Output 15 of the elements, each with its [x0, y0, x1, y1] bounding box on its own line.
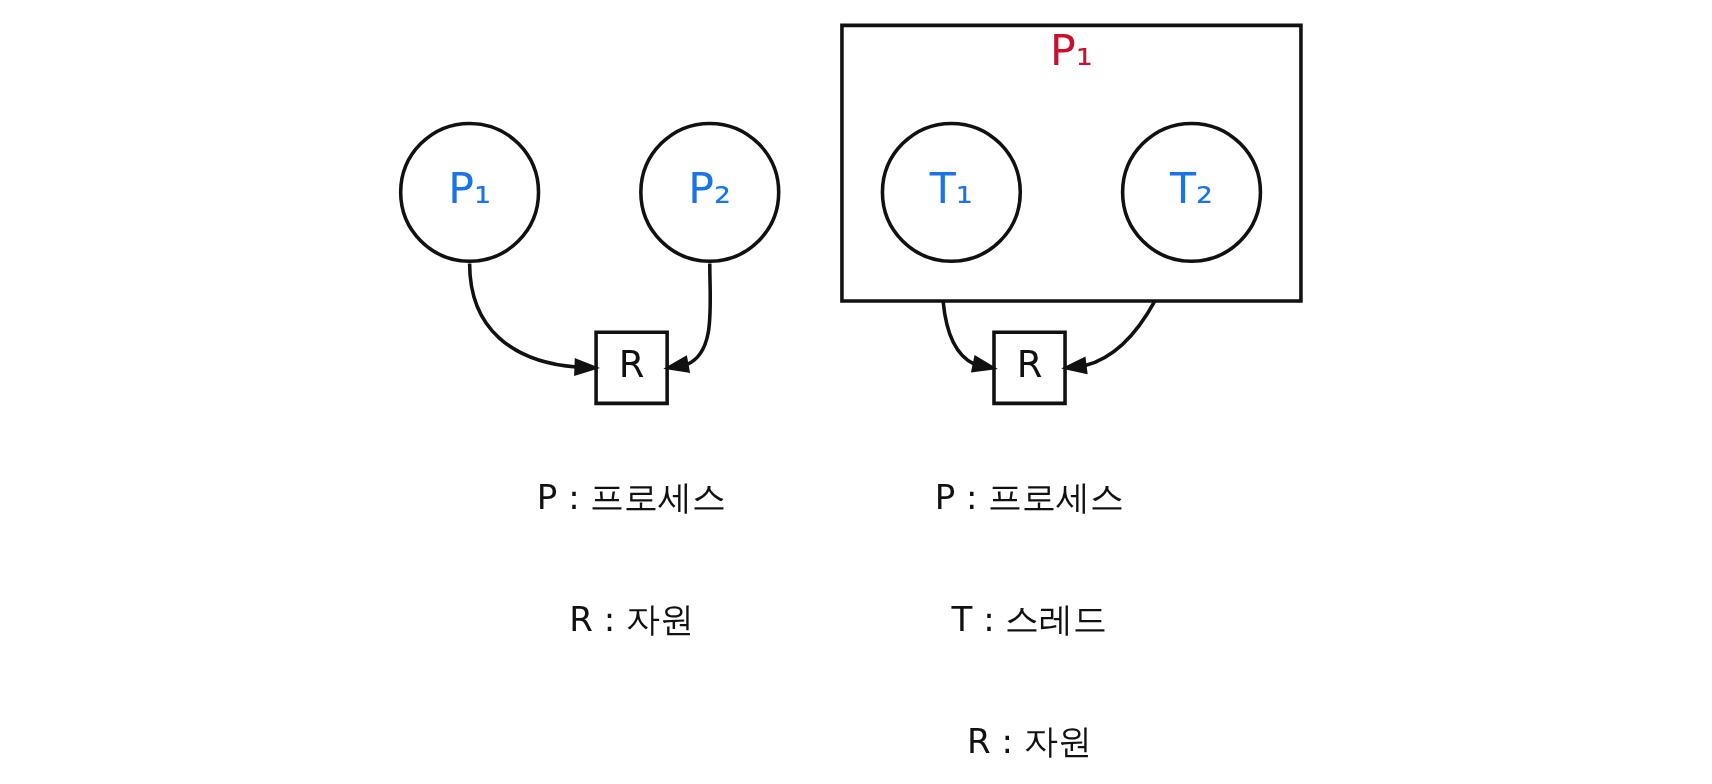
node-box: R: [593, 330, 669, 406]
label: R : 자원: [568, 599, 694, 640]
arrow: [1060, 300, 1156, 375]
node-circle: P₂: [638, 121, 780, 264]
arrow: [662, 263, 712, 373]
node-circle: P₁: [398, 121, 540, 264]
label: T : 스레드: [951, 599, 1108, 640]
node-circle: T₁: [880, 121, 1022, 264]
arrow: [940, 300, 998, 373]
label: P : 프로세스: [934, 476, 1124, 517]
label: R : 자원: [966, 721, 1092, 762]
node-circle: T₂: [1120, 121, 1262, 264]
arrow: [467, 263, 600, 376]
node-box: R: [991, 330, 1067, 406]
label: P : 프로세스: [536, 476, 726, 517]
